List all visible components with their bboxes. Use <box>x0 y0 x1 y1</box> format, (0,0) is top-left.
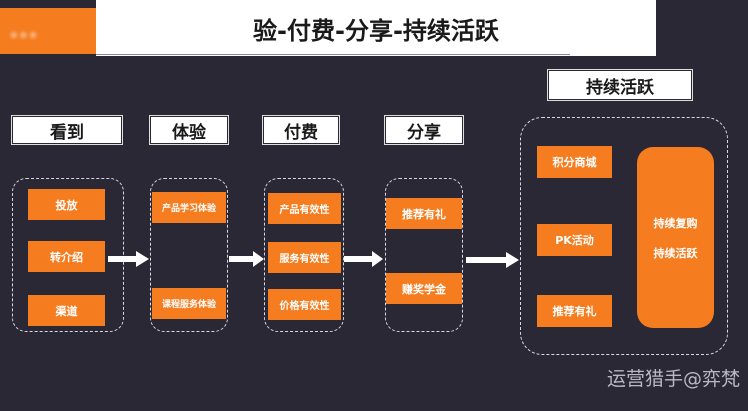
title-underline <box>96 54 570 55</box>
tag-product-effective: 产品有效性 <box>268 193 341 224</box>
summary-repurchase: 持续复购 <box>653 216 698 230</box>
stage-label-see: 看到 <box>11 115 123 145</box>
tag-points-mall: 积分商城 <box>537 146 612 178</box>
group-pay <box>264 178 344 332</box>
arrow-2 <box>229 249 265 269</box>
summary-box: 持续复购 持续活跃 <box>637 147 714 328</box>
tag-referral: 转介绍 <box>28 241 105 272</box>
group-share <box>385 178 463 332</box>
stage-label-pay: 付费 <box>262 115 340 145</box>
tag-course-trial: 课程服务体验 <box>152 288 226 319</box>
tag-service-effective: 服务有效性 <box>268 242 341 273</box>
group-retain <box>520 117 728 355</box>
tag-product-trial: 产品学习体验 <box>152 192 226 223</box>
logo-bar <box>0 8 96 54</box>
tag-referral-reward-2: 推荐有礼 <box>537 295 612 327</box>
tag-scholarship: 赚奖学金 <box>386 273 462 304</box>
stage-label-retain: 持续活跃 <box>547 69 693 101</box>
tag-channel: 渠道 <box>28 295 105 326</box>
page-title: 验-付费-分享-持续活跃 <box>96 0 656 56</box>
tag-price-effective: 价格有效性 <box>268 289 341 320</box>
stage-label-share: 分享 <box>384 115 464 145</box>
tag-referral-reward: 推荐有礼 <box>386 198 462 229</box>
arrow-1 <box>108 249 150 269</box>
tag-pk-activity: PK活动 <box>537 224 612 256</box>
arrow-4 <box>466 250 520 270</box>
summary-active: 持续活跃 <box>653 246 698 260</box>
watermark: 运营猎手@弈梵 <box>606 368 740 390</box>
group-see <box>12 178 124 332</box>
stage-label-experience: 体验 <box>149 115 229 145</box>
group-experience <box>150 178 228 332</box>
tag-ad-placement: 投放 <box>28 189 105 220</box>
arrow-3 <box>344 249 384 269</box>
logo: ... <box>10 18 39 42</box>
